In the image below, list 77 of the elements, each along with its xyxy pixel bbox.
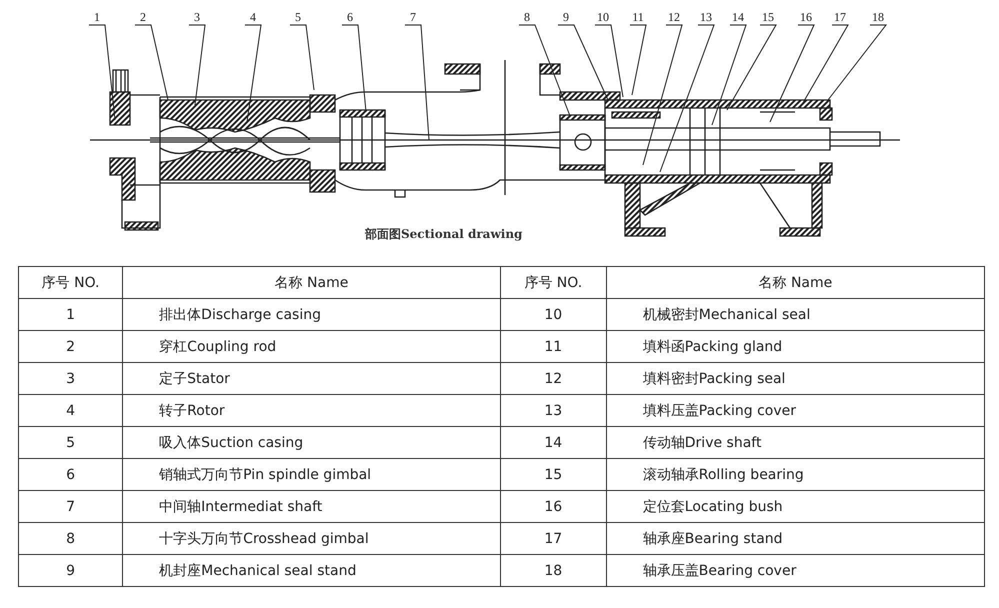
leader-line: [660, 24, 715, 172]
callout-number: 5: [288, 10, 308, 24]
callout-number: 15: [758, 10, 778, 24]
callout-number: 13: [696, 10, 716, 24]
leader-line: [828, 24, 888, 100]
part-number: 13: [500, 394, 606, 426]
callout-number: 4: [243, 10, 263, 24]
part-number: 8: [18, 522, 123, 554]
callout-number: 6: [340, 10, 360, 24]
part-number: 16: [500, 490, 606, 522]
callout-number: 12: [664, 10, 684, 24]
part-name: 中间轴Intermediat shaft: [122, 490, 500, 522]
part-name: 填料函Packing gland: [606, 330, 984, 362]
part-name: 销轴式万向节Pin spindle gimbal: [122, 458, 500, 490]
drawing-caption: 部面图Sectional drawing: [365, 226, 522, 243]
part-name: 排出体Discharge casing: [122, 298, 500, 330]
part-number: 14: [500, 426, 606, 458]
leader-line: [188, 24, 206, 106]
callout-number: 14: [728, 10, 748, 24]
part-number: 10: [500, 298, 606, 330]
part-number: 6: [18, 458, 123, 490]
part-number: 17: [500, 522, 606, 554]
part-number: 7: [18, 490, 123, 522]
part-number: 12: [500, 362, 606, 394]
column-header: 名称 Name: [606, 266, 984, 298]
part-number: 15: [500, 458, 606, 490]
part-name: 十字头万向节Crosshead gimbal: [122, 522, 500, 554]
part-name: 穿杠Coupling rod: [122, 330, 500, 362]
callout-number: 1: [87, 10, 107, 24]
part-name: 机封座Mechanical seal stand: [122, 554, 500, 586]
part-number: 11: [500, 330, 606, 362]
part-number: 3: [18, 362, 123, 394]
callout-number: 16: [796, 10, 816, 24]
part-number: 9: [18, 554, 123, 586]
part-name: 轴承座Bearing stand: [606, 522, 984, 554]
leader-line: [800, 24, 849, 108]
part-number: 2: [18, 330, 123, 362]
callout-number: 10: [593, 10, 613, 24]
column-header: 序号 NO.: [500, 266, 606, 298]
part-name: 定子Stator: [122, 362, 500, 394]
callout-number: 9: [556, 10, 576, 24]
leader-line: [594, 24, 624, 98]
callout-number: 8: [517, 10, 537, 24]
leader-line: [712, 24, 747, 126]
callout-number: 3: [187, 10, 207, 24]
callout-number: 17: [830, 10, 850, 24]
leader-line: [342, 24, 366, 112]
part-name: 机械密封Mechanical seal: [606, 298, 984, 330]
leader-line: [244, 24, 262, 122]
part-number: 4: [18, 394, 123, 426]
leader-line: [134, 24, 168, 100]
part-name: 轴承压盖Bearing cover: [606, 554, 984, 586]
part-name: 填料压盖Packing cover: [606, 394, 984, 426]
part-name: 填料密封Packing seal: [606, 362, 984, 394]
leader-line: [558, 24, 608, 100]
column-header: 序号 NO.: [18, 266, 123, 298]
leader-line: [726, 24, 777, 110]
part-name: 定位套Locating bush: [606, 490, 984, 522]
part-name: 吸入体Suction casing: [122, 426, 500, 458]
part-name: 滚动轴承Rolling bearing: [606, 458, 984, 490]
callout-number: 11: [628, 10, 648, 24]
callout-number: 18: [868, 10, 888, 24]
part-number: 1: [18, 298, 123, 330]
part-number: 5: [18, 426, 123, 458]
column-header: 名称 Name: [122, 266, 500, 298]
part-number: 18: [500, 554, 606, 586]
callout-number: 2: [133, 10, 153, 24]
leader-line: [770, 24, 815, 122]
leader-line: [88, 24, 116, 120]
leader-line: [518, 24, 570, 116]
leader-line: [642, 24, 683, 166]
leader-line: [404, 24, 430, 140]
callout-number: 7: [403, 10, 423, 24]
leader-line: [630, 24, 647, 96]
leader-line: [290, 24, 314, 90]
part-name: 传动轴Drive shaft: [606, 426, 984, 458]
part-name: 转子Rotor: [122, 394, 500, 426]
